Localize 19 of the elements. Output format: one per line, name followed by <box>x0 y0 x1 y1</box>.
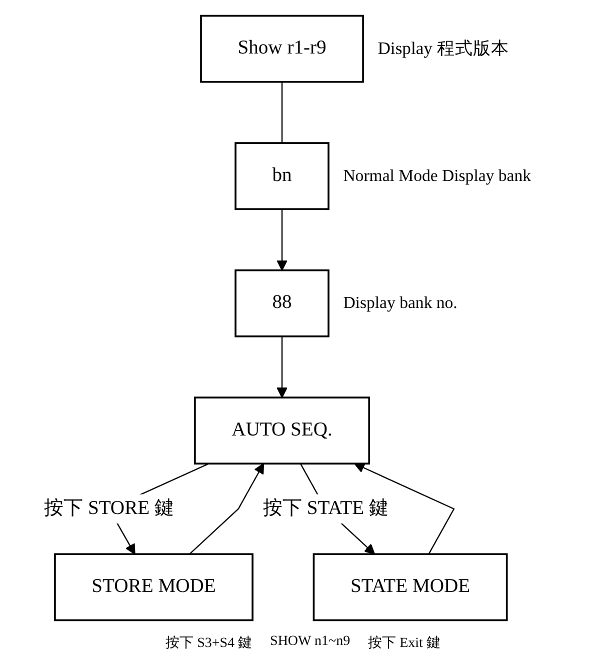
annotation-text: Display 程式版本 <box>378 38 509 58</box>
node-box: 88 <box>234 269 330 338</box>
note-text: 按下 Exit 鍵 <box>368 634 440 652</box>
node-box: Show r1-r9 <box>200 14 364 83</box>
connector <box>281 82 283 144</box>
arrow <box>276 209 288 271</box>
edge-label: 按下 STATE 鍵 <box>262 498 389 519</box>
annotation-text: Normal Mode Display bank <box>343 166 532 186</box>
note-text: 按下 S3+S4 鍵 <box>166 634 252 652</box>
note-text: SHOW n1~n9 <box>270 634 350 651</box>
edge-label: 按下 STORE 鍵 <box>44 498 174 519</box>
node-box: bn <box>234 142 330 210</box>
node-box: STATE MODE <box>312 553 508 622</box>
node-box: AUTO SEQ. <box>194 396 370 465</box>
annotation-text: Display bank no. <box>343 293 458 313</box>
arrow <box>189 463 264 555</box>
arrow <box>276 336 288 398</box>
arrow <box>354 462 455 554</box>
node-box: STORE MODE <box>54 553 254 622</box>
